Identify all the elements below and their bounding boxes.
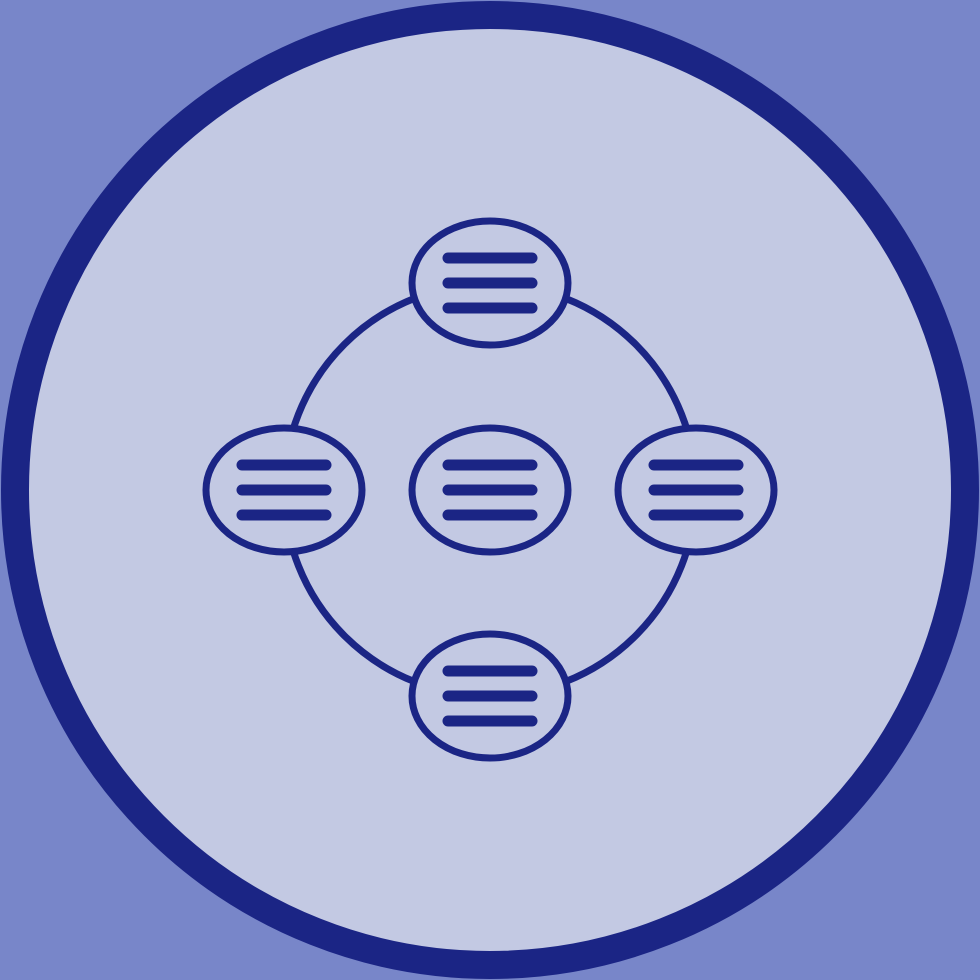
node-left [202,424,366,556]
node-top [408,217,572,349]
node-right [614,424,778,556]
node-center [408,424,572,556]
cycle-diagram [202,217,778,762]
node-bottom [408,630,572,762]
